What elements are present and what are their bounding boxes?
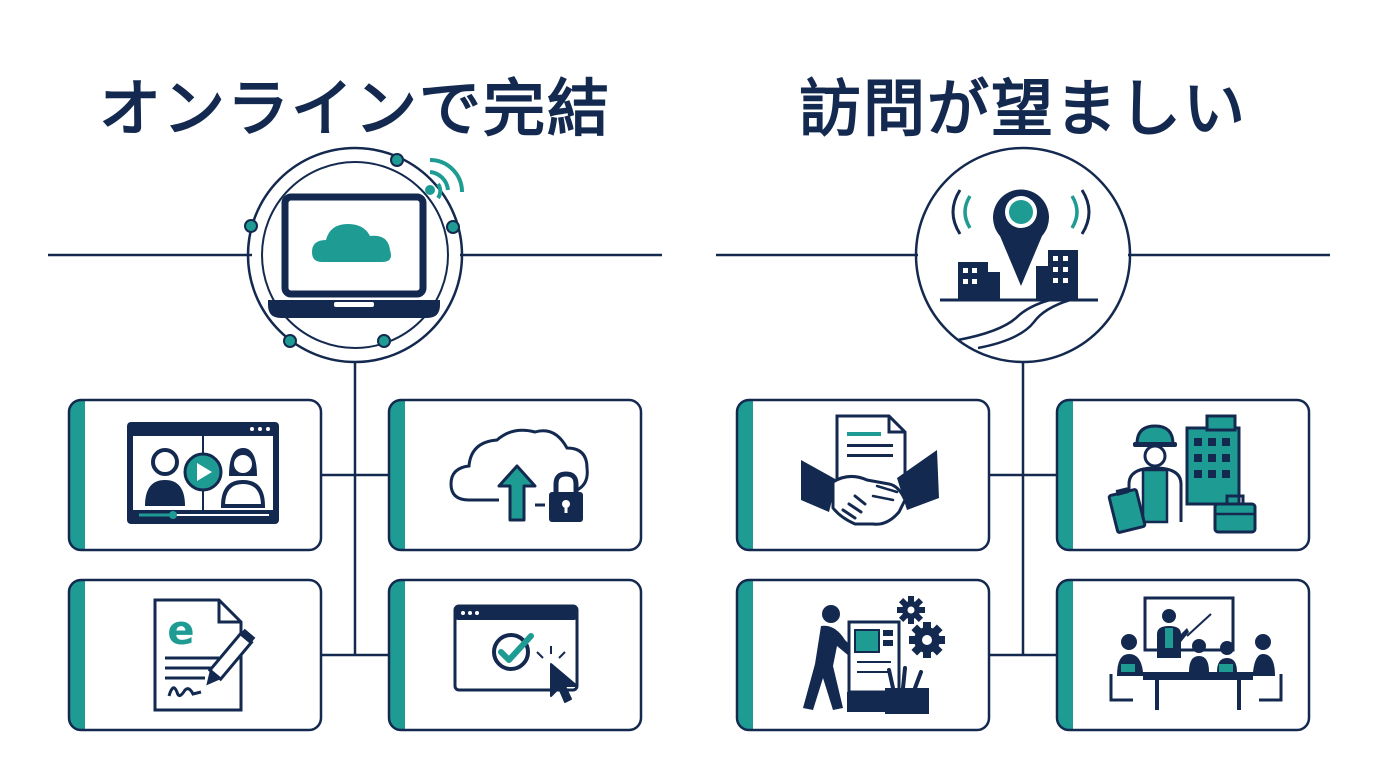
card-maintenance[interactable] (735, 578, 991, 732)
laptop-cloud-icon (244, 146, 464, 364)
card-handshake[interactable] (735, 398, 991, 552)
left-connector-tree (321, 362, 389, 657)
card-cloud-upload[interactable] (387, 398, 643, 552)
card-web-checkbox[interactable] (387, 578, 643, 732)
handshake-contract-icon (801, 414, 939, 526)
machine-maintenance-icon (803, 596, 945, 714)
left-panel: e (48, 146, 662, 732)
right-connector-tree (989, 362, 1057, 657)
title-online: オンラインで完結 (98, 72, 611, 145)
web-checkbox-click-icon (453, 604, 579, 703)
card-e-signature[interactable]: e (67, 578, 323, 732)
wifi-icon (425, 158, 464, 200)
e-signature-document-icon: e (153, 598, 256, 712)
card-site-inspection[interactable] (1055, 398, 1311, 552)
cloud-upload-lock-icon (449, 428, 589, 522)
video-call-icon (127, 422, 279, 524)
card-video-call[interactable] (67, 398, 323, 552)
svg-text:e: e (167, 608, 194, 654)
card-meeting[interactable] (1055, 578, 1311, 732)
title-visit: 訪問が望ましい (798, 72, 1247, 145)
location-pin-city-icon (914, 146, 1132, 364)
meeting-presentation-icon (1109, 596, 1283, 710)
site-inspection-worker-icon (1107, 414, 1257, 534)
right-panel (716, 146, 1330, 732)
